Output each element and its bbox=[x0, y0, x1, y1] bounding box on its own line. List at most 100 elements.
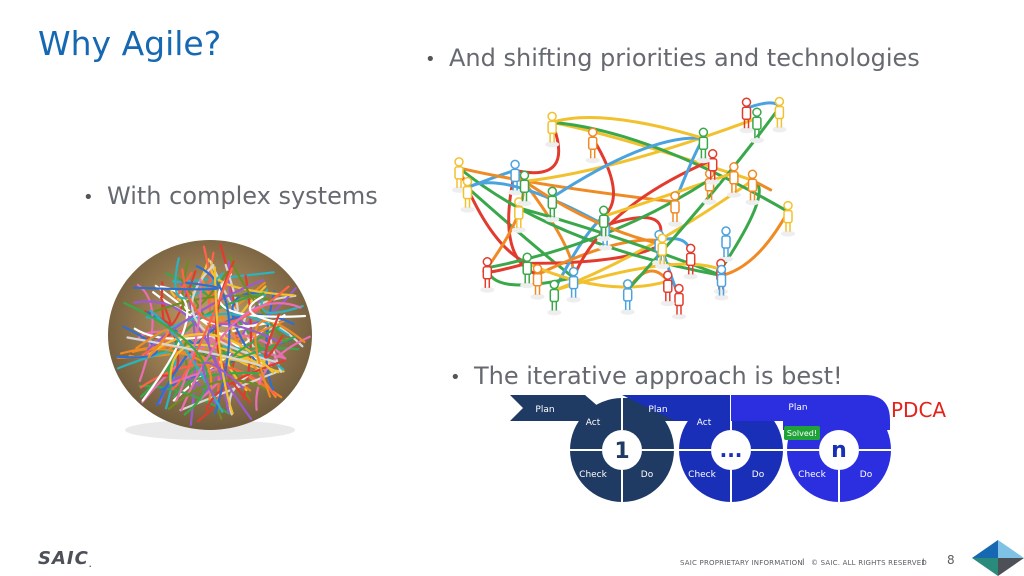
network-path bbox=[523, 179, 664, 246]
wire-strand bbox=[136, 283, 154, 382]
wire-strand bbox=[215, 260, 251, 403]
wire-strand bbox=[242, 294, 297, 367]
wire-strand bbox=[135, 329, 170, 359]
footer-proprietary: SAIC PROPRIETARY INFORMATION bbox=[680, 559, 803, 567]
network-path bbox=[602, 171, 736, 218]
person-figure-icon bbox=[520, 252, 535, 289]
person-figure-icon bbox=[683, 243, 698, 280]
saic-logo-text: SAIC bbox=[38, 548, 89, 569]
person-figure-icon bbox=[696, 127, 711, 164]
person-figure-icon bbox=[781, 200, 795, 237]
person-figure-icon bbox=[668, 191, 682, 227]
bullet-iterative-approach: • The iterative approach is best! bbox=[450, 362, 843, 390]
person-figure-icon bbox=[739, 97, 754, 134]
cycle-1-do: Do bbox=[641, 470, 654, 480]
wire-strand bbox=[264, 313, 284, 359]
wire-strand bbox=[213, 266, 234, 415]
person-figure-icon bbox=[566, 266, 581, 303]
person-figure-icon bbox=[517, 170, 532, 207]
person-figure-icon bbox=[672, 283, 686, 320]
bullet-dot: • bbox=[83, 186, 94, 208]
slide-title: Why Agile? bbox=[38, 24, 222, 63]
footer-separator: I bbox=[802, 557, 805, 567]
wire-strand bbox=[254, 319, 306, 398]
person-figure-icon bbox=[772, 96, 787, 133]
cycle-2-plan: Plan bbox=[788, 403, 807, 413]
person-figure-icon bbox=[545, 111, 560, 148]
lead-plan-label: Plan bbox=[535, 405, 554, 415]
network-path bbox=[525, 242, 664, 265]
wire-strand bbox=[133, 281, 219, 291]
people-network-image bbox=[452, 96, 795, 320]
person-figure-icon bbox=[508, 159, 523, 196]
network-path bbox=[523, 116, 759, 183]
person-figure-icon bbox=[480, 257, 495, 293]
footer-rights: © SAIC. ALL RIGHTS RESERVED bbox=[811, 559, 927, 567]
pdca-diagram: Plan 1 Act Check Do Plan ... Act Check D… bbox=[510, 395, 891, 502]
network-path bbox=[466, 181, 607, 227]
wire-strand bbox=[195, 265, 231, 415]
wire-strand bbox=[168, 292, 265, 390]
wire-strand bbox=[205, 359, 286, 411]
person-figure-icon bbox=[726, 162, 741, 198]
bullet-complex-systems: • With complex systems bbox=[83, 182, 378, 210]
bullet-text: With complex systems bbox=[107, 182, 378, 210]
pdca-label: PDCA bbox=[891, 398, 947, 422]
person-figure-icon bbox=[452, 157, 466, 193]
wire-strand bbox=[167, 379, 266, 411]
bullet-text: And shifting priorities and technologies bbox=[449, 44, 920, 72]
saic-logo: SAIC. bbox=[38, 548, 93, 569]
person-figure-icon bbox=[596, 205, 611, 242]
person-figure-icon bbox=[545, 186, 560, 223]
person-figure-icon bbox=[705, 149, 720, 185]
wire-strand bbox=[123, 301, 209, 416]
saic-corner-mark-icon bbox=[972, 540, 1024, 576]
person-figure-icon bbox=[655, 233, 670, 270]
network-path bbox=[720, 210, 790, 277]
wire-strand bbox=[206, 323, 283, 420]
footer-separator: I bbox=[922, 557, 925, 567]
cycle-2-do: Do bbox=[752, 470, 765, 480]
network-path bbox=[626, 106, 781, 292]
cycle-n-check: Check bbox=[798, 470, 826, 480]
solved-label: Solved! bbox=[787, 429, 817, 438]
cycle-2-act: Act bbox=[697, 418, 712, 428]
person-figure-icon bbox=[530, 263, 545, 300]
wire-strand bbox=[126, 336, 263, 367]
bullet-dot: • bbox=[450, 366, 461, 388]
network-path bbox=[745, 101, 781, 110]
wire-strand bbox=[116, 325, 158, 359]
bullet-dot: • bbox=[425, 48, 436, 70]
person-figure-icon bbox=[620, 279, 635, 315]
person-figure-icon bbox=[585, 127, 600, 164]
wire-strand bbox=[159, 296, 180, 377]
wire-strand bbox=[171, 267, 234, 391]
bullet-shifting-priorities: • And shifting priorities and technologie… bbox=[425, 44, 920, 72]
pdca-cycle-2: ... Act Check Do bbox=[679, 398, 783, 502]
network-path bbox=[550, 136, 705, 199]
cycle-1-check: Check bbox=[579, 470, 607, 480]
cycle-n-do: Do bbox=[860, 470, 873, 480]
wire-strand bbox=[260, 288, 304, 314]
person-figure-icon bbox=[547, 279, 562, 316]
lead-plan-arrow bbox=[510, 395, 600, 421]
person-figure-icon bbox=[719, 226, 733, 262]
wire-strand bbox=[174, 257, 224, 300]
network-path bbox=[457, 166, 723, 277]
tangled-wires-image bbox=[108, 240, 312, 440]
person-figure-icon bbox=[660, 270, 675, 307]
cycle-2-center: ... bbox=[720, 438, 743, 462]
page-number: 8 bbox=[947, 553, 955, 567]
person-figure-icon bbox=[460, 176, 475, 213]
cycle-1-act: Act bbox=[586, 418, 601, 428]
wire-strand bbox=[180, 302, 302, 412]
wire-strand bbox=[174, 278, 202, 403]
person-figure-icon bbox=[714, 264, 729, 301]
wire-strand bbox=[172, 371, 260, 399]
solved-badge bbox=[784, 426, 820, 440]
person-figure-icon bbox=[745, 169, 760, 206]
wire-strand bbox=[202, 361, 245, 397]
wire-strand bbox=[171, 271, 275, 283]
bullet-text: The iterative approach is best! bbox=[474, 362, 843, 390]
person-figure-icon bbox=[749, 107, 764, 144]
